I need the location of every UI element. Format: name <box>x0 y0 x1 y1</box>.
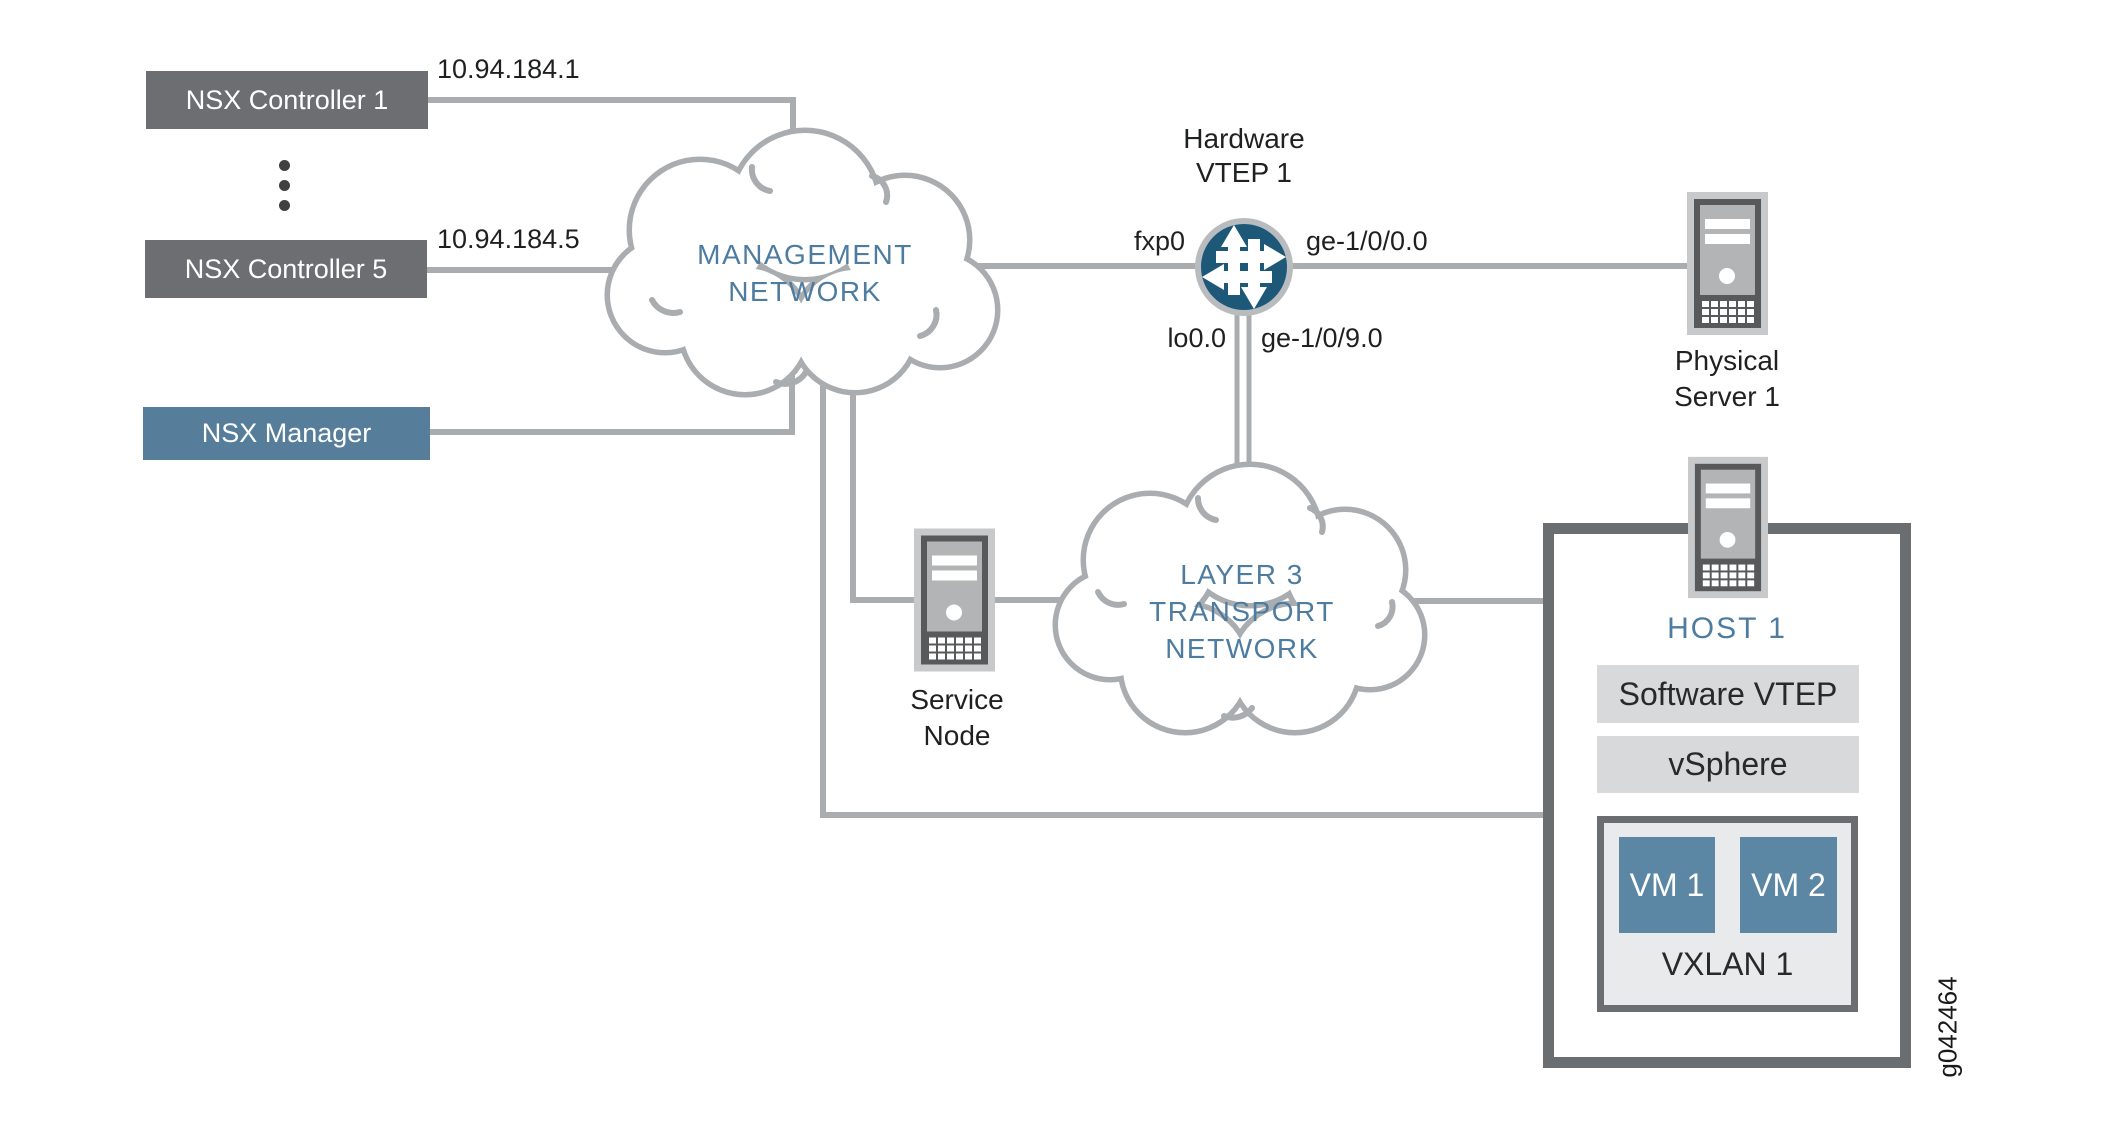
host-1-title: HOST 1 <box>1667 612 1787 645</box>
management-network-cloud <box>604 127 1001 398</box>
vm-2-label: VM 2 <box>1751 866 1826 903</box>
router-icon <box>1195 218 1293 316</box>
interface-ge-1-0-0-label: ge-1/0/0.0 <box>1306 226 1428 256</box>
software-vtep-bar: Software VTEP <box>1597 665 1859 723</box>
interface-lo0-label: lo0.0 <box>1167 323 1226 353</box>
vm-1-box: VM 1 <box>1619 837 1715 933</box>
host-server-icon <box>1688 456 1768 599</box>
ellipsis-icon <box>278 160 290 211</box>
link-cloud-hostbottom <box>820 330 1546 818</box>
transport-network-label: LAYER 3 TRANSPORT NETWORK <box>1149 559 1335 664</box>
controller-1-ip: 10.94.184.1 <box>437 54 580 84</box>
software-vtep-label: Software VTEP <box>1618 675 1838 712</box>
physical-server-label: Physical Server 1 <box>1674 345 1780 412</box>
physical-server-icon <box>1687 192 1768 335</box>
vm-2-box: VM 2 <box>1740 837 1837 933</box>
nsx-controller-1-label: NSX Controller 1 <box>185 84 389 115</box>
transport-network-cloud <box>1052 461 1428 736</box>
service-node-label: Service Node <box>910 684 1004 751</box>
nsx-controller-5-node: NSX Controller 5 <box>145 240 427 298</box>
interface-ge-1-0-9-label: ge-1/0/9.0 <box>1261 323 1383 353</box>
vsphere-label: vSphere <box>1668 746 1788 782</box>
controller-5-ip: 10.94.184.5 <box>437 224 580 254</box>
management-network-label: MANAGEMENT NETWORK <box>697 239 913 307</box>
vsphere-bar: vSphere <box>1597 736 1859 793</box>
nsx-manager-node: NSX Manager <box>143 407 430 460</box>
interface-fxp0-label: fxp0 <box>1133 226 1185 256</box>
hardware-vtep-label: Hardware VTEP 1 <box>1183 123 1305 188</box>
nsx-manager-label: NSX Manager <box>201 418 372 448</box>
link-cloud-servicenode <box>850 330 914 603</box>
nsx-controller-1-node: NSX Controller 1 <box>146 71 428 129</box>
vm-1-label: VM 1 <box>1629 866 1705 903</box>
vxlan-1-label: VXLAN 1 <box>1661 946 1794 982</box>
nsx-controller-5-label: NSX Controller 5 <box>184 253 388 284</box>
figure-id: g042464 <box>1932 976 1963 1078</box>
service-node-icon <box>914 528 995 672</box>
